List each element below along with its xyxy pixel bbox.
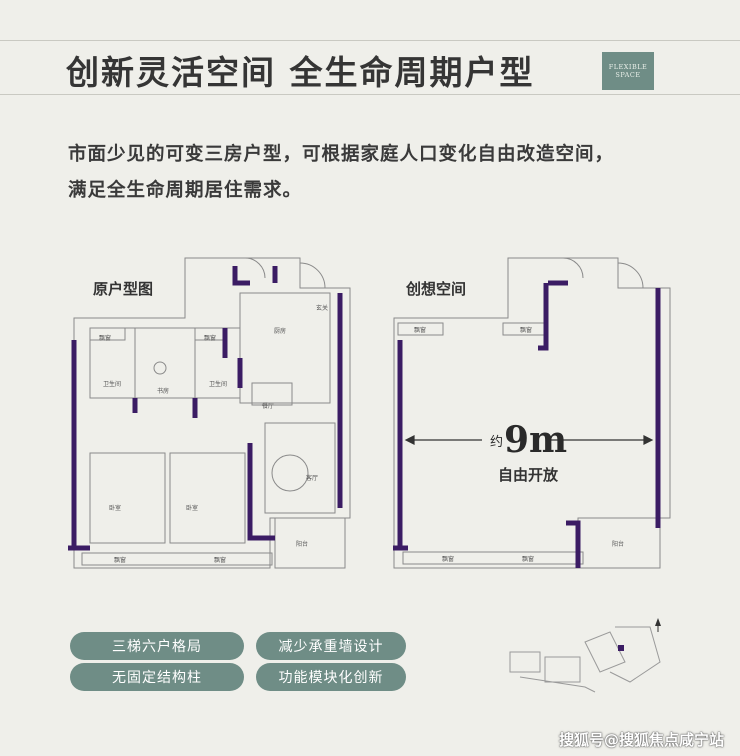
original-plan-label: 原户型图: [93, 280, 154, 298]
badge-line-2: SPACE: [615, 71, 641, 79]
description-line-2: 满足全生命周期居住需求。: [68, 180, 303, 201]
feature-pill-1: 三梯六户格局: [70, 632, 244, 660]
bottom-rule: [0, 94, 740, 95]
feature-pill-2: 减少承重墙设计: [256, 632, 406, 660]
flexible-space-badge: FLEXIBLE SPACE: [602, 52, 654, 90]
room-bay-window-3: 飘窗: [114, 556, 126, 564]
badge-line-1: FLEXIBLE: [608, 63, 648, 71]
watermark: 搜狐号@搜狐焦点咸宁站: [558, 731, 724, 749]
room-bay-window-4: 飘窗: [214, 556, 226, 564]
site-plan-marker: [618, 645, 624, 651]
concept-bay-window-1: 飘窗: [414, 326, 426, 334]
room-dining: 餐厅: [262, 402, 274, 410]
open-caption: 自由开放: [498, 466, 559, 484]
page-title: 创新灵活空间 全生命周期户型: [66, 53, 535, 92]
original-plan-drawing: 厨房 卫生间 卫生间 书房 玄关 餐厅 客厅 卧室 卧室 阳台 飘窗 飘窗 飘窗…: [68, 257, 351, 569]
north-arrow-icon: [655, 618, 661, 632]
room-entry: 玄关: [316, 304, 328, 312]
concept-plan-label: 创想空间: [406, 280, 467, 298]
concept-floor-plan: 约 9m 自由开放 飘窗 飘窗 飘窗 飘窗 阳台 创想空间: [378, 248, 678, 583]
description-line-1: 市面少见的可变三房户型，可根据家庭人口变化自由改造空间，: [68, 144, 615, 165]
concept-plan-drawing: 约 9m 自由开放 飘窗 飘窗 飘窗 飘窗 阳台: [393, 257, 671, 569]
room-living: 客厅: [306, 474, 318, 482]
room-balcony: 阳台: [296, 540, 308, 548]
site-plan-thumbnail: [509, 618, 661, 693]
concept-bay-window-3: 飘窗: [442, 555, 454, 563]
room-bay-window-1: 飘窗: [99, 334, 111, 342]
room-study: 书房: [157, 387, 169, 395]
original-floor-plan: 厨房 卫生间 卫生间 书房 玄关 餐厅 客厅 卧室 卧室 阳台 飘窗 飘窗 飘窗…: [60, 248, 360, 583]
feature-pill-4: 功能模块化创新: [256, 663, 406, 691]
concept-bay-window-2: 飘窗: [520, 326, 532, 334]
room-bedroom-1: 卧室: [109, 504, 121, 512]
span-value: 9m: [504, 419, 567, 461]
concept-balcony: 阳台: [612, 540, 624, 548]
feature-pill-3: 无固定结构柱: [70, 663, 244, 691]
room-bay-window-2: 飘窗: [204, 334, 216, 342]
concept-bay-window-4: 飘窗: [522, 555, 534, 563]
room-bathroom-2: 卫生间: [209, 380, 227, 388]
room-bathroom-1: 卫生间: [103, 380, 121, 388]
span-prefix: 约: [490, 435, 503, 450]
room-bedroom-2: 卧室: [186, 504, 198, 512]
top-rule: [0, 40, 740, 41]
room-kitchen: 厨房: [274, 327, 286, 335]
